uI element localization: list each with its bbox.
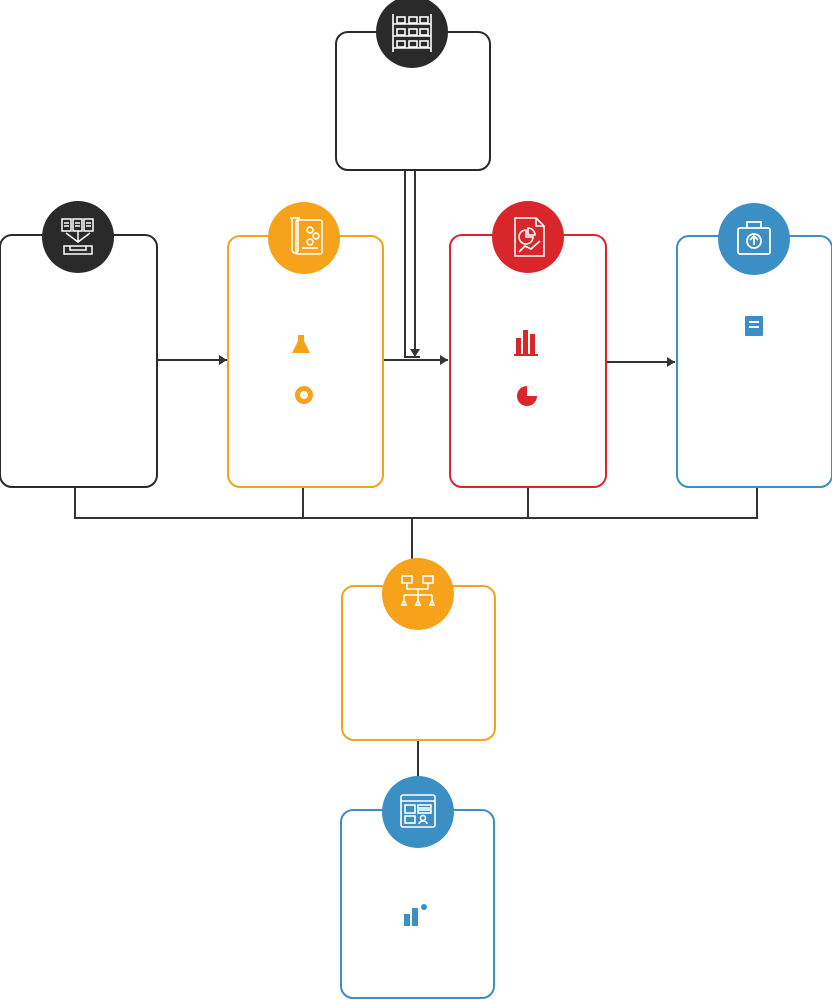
node-analysis xyxy=(449,201,607,488)
node-testing xyxy=(227,202,384,488)
dashboard-window-icon xyxy=(400,794,436,828)
share-icon xyxy=(404,904,427,926)
analytics-report-icon xyxy=(514,217,545,257)
node-testing-badge xyxy=(268,202,340,274)
bar-chart-icon xyxy=(514,330,538,356)
lab-icon xyxy=(295,386,313,404)
node-workflow xyxy=(341,558,496,741)
node-storage xyxy=(335,0,491,171)
documents-inbox-icon xyxy=(61,218,94,255)
arrowhead-storage-down xyxy=(410,349,420,357)
arrowhead-testing xyxy=(219,355,227,365)
connector-bus xyxy=(74,487,758,519)
pie-chart-icon xyxy=(517,386,537,406)
workflow-network-icon xyxy=(400,575,436,606)
node-export xyxy=(676,203,832,488)
node-storage-badge xyxy=(376,0,448,68)
flask-icon xyxy=(292,335,310,353)
export-icon xyxy=(745,316,763,336)
arrowhead-analysis xyxy=(440,355,448,365)
arrowheads xyxy=(219,349,675,367)
arrowhead-export xyxy=(667,357,675,367)
test-tube-report-icon xyxy=(290,217,323,255)
node-dashboard xyxy=(340,776,495,999)
node-source xyxy=(0,201,158,488)
upload-bag-icon xyxy=(737,221,771,255)
connector-storage-to-testing xyxy=(404,170,420,358)
warehouse-rack-icon xyxy=(392,14,432,52)
